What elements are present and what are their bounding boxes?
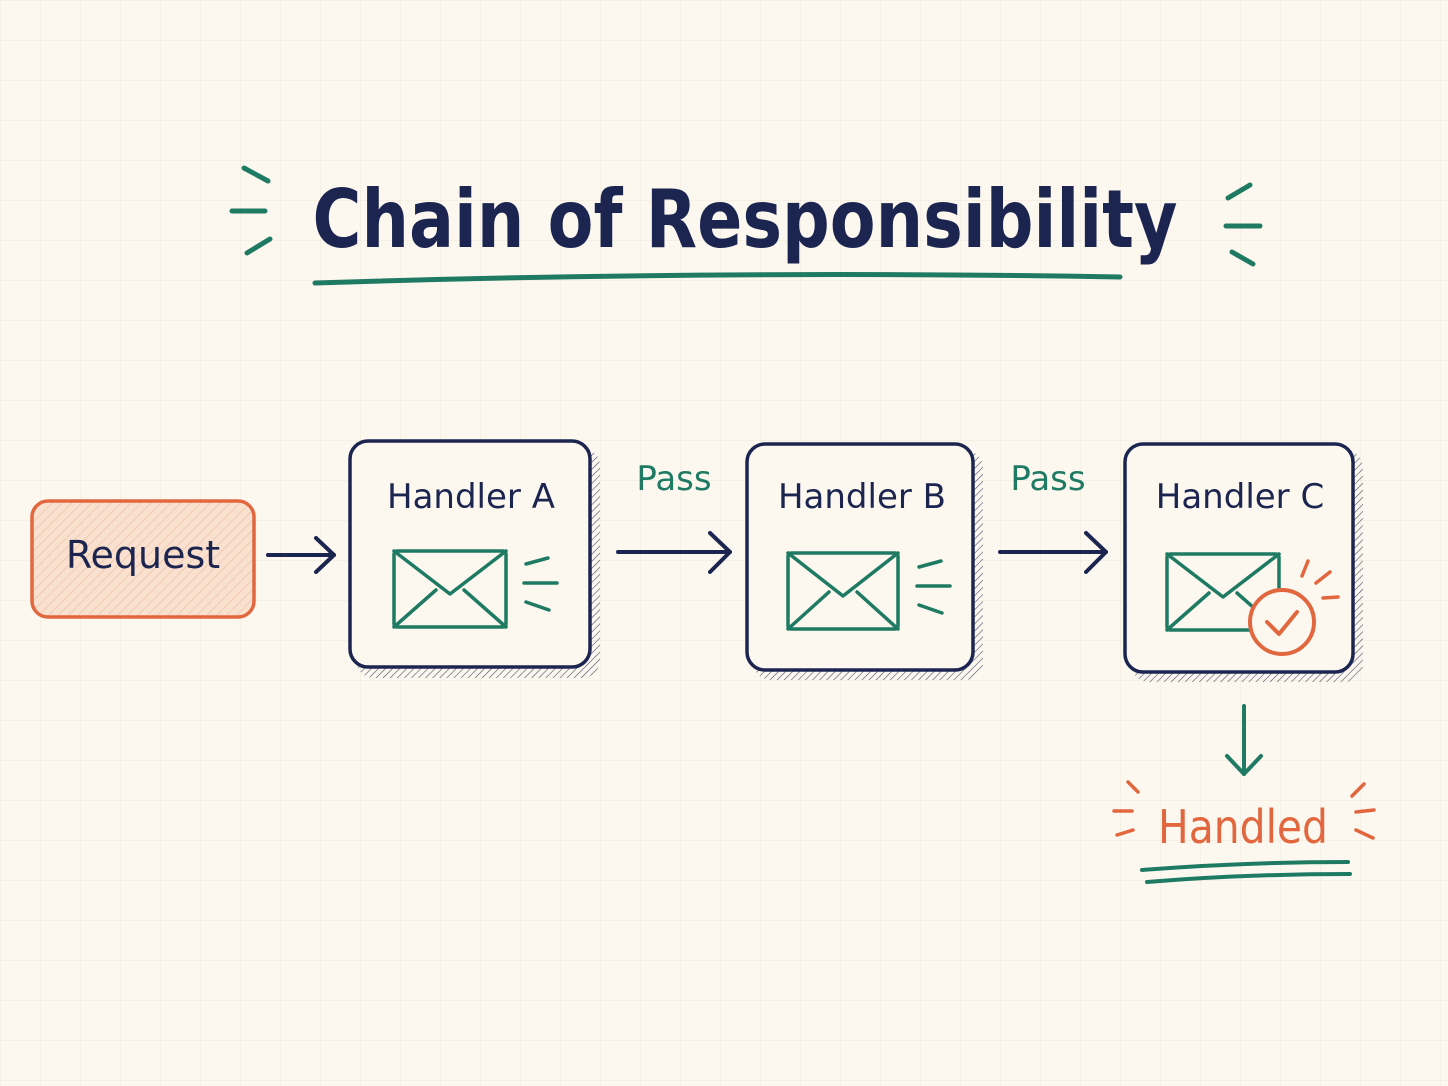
page-title: Chain of Responsibility bbox=[313, 173, 1178, 266]
handled-underline bbox=[1140, 860, 1350, 872]
arrow-a-to-b bbox=[616, 531, 732, 574]
sparkle-icon bbox=[1300, 559, 1340, 600]
checkmark-badge-icon bbox=[1248, 588, 1316, 656]
handled-underline-2 bbox=[1145, 872, 1352, 884]
title-sparkle-right-icon bbox=[1223, 182, 1263, 267]
handled-label: Handled bbox=[1158, 800, 1328, 854]
handler-a-box: Handler A bbox=[348, 439, 600, 678]
envelope-icon bbox=[786, 551, 900, 631]
handled-result: Handled bbox=[1112, 780, 1376, 884]
title-group: Chain of Responsibility bbox=[229, 165, 1263, 286]
request-label: Request bbox=[66, 533, 220, 577]
arrow-b-to-c bbox=[998, 531, 1108, 574]
title-sparkle-left-icon bbox=[229, 165, 273, 256]
motion-lines-icon bbox=[522, 556, 559, 612]
handler-b-label: Handler B bbox=[778, 477, 946, 517]
pass-label-1: Pass bbox=[636, 459, 711, 499]
pass-label-2: Pass bbox=[1010, 459, 1085, 499]
handler-b-box: Handler B bbox=[745, 442, 983, 680]
envelope-icon bbox=[392, 549, 508, 629]
sparkle-left-icon bbox=[1112, 780, 1140, 837]
motion-lines-icon bbox=[915, 559, 952, 615]
title-underline bbox=[312, 272, 1123, 286]
handler-c-label: Handler C bbox=[1156, 477, 1324, 517]
arrow-c-to-handled bbox=[1225, 704, 1263, 776]
arrow-request-to-a bbox=[266, 536, 336, 574]
handler-a-label: Handler A bbox=[387, 477, 555, 517]
sparkle-right-icon bbox=[1350, 782, 1376, 840]
handler-c-box: Handler C bbox=[1123, 442, 1363, 682]
request-box: Request bbox=[30, 499, 256, 619]
